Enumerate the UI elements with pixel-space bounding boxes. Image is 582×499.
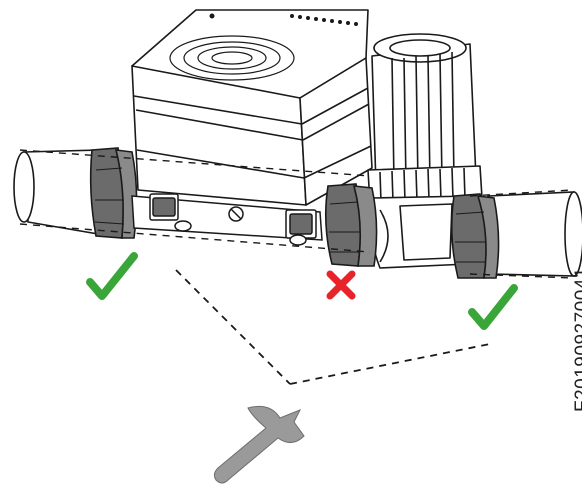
wrench-icon xyxy=(213,405,305,484)
figure-code-label: F201909270041 xyxy=(572,267,582,412)
pipe-centerline xyxy=(19,149,573,279)
valve-actuator xyxy=(367,33,483,205)
center-not-ok-cross-icon xyxy=(326,270,356,300)
center-union-nut xyxy=(324,183,378,267)
meter-flow-pipe xyxy=(131,193,323,246)
left-union-nut xyxy=(89,147,138,239)
left-ok-check-icon xyxy=(86,252,138,300)
wrench-leader-lines xyxy=(175,269,491,385)
right-ok-check-icon xyxy=(468,284,518,330)
right-union-nut xyxy=(450,193,500,279)
meter-body xyxy=(131,9,373,206)
right-pipe xyxy=(487,191,582,277)
